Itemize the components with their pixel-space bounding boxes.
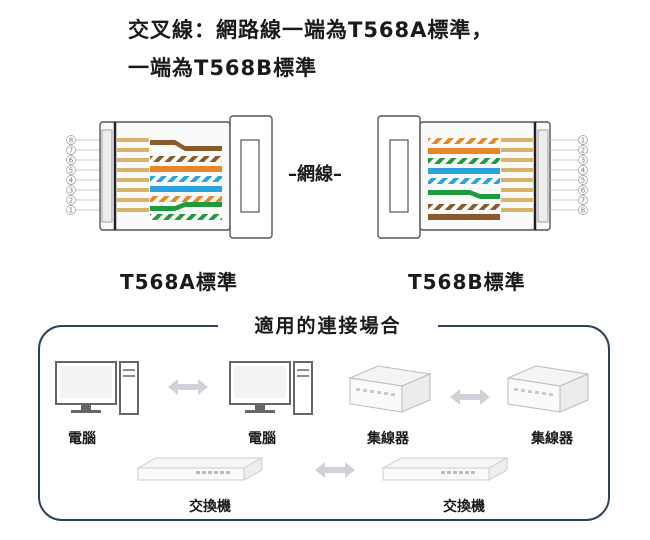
computer-icon xyxy=(229,361,313,415)
pin-number-right: 8 xyxy=(581,207,585,215)
right-connector: 1 2 3 4 5 6 7 8 xyxy=(377,115,588,239)
double-arrow-icon xyxy=(315,462,355,478)
computer-icon xyxy=(55,361,139,415)
double-arrow-icon xyxy=(450,389,490,405)
scenario-title: 適用的連接場合 xyxy=(218,311,438,341)
pin-number-left: 4 xyxy=(69,177,74,185)
pin-number-right: 4 xyxy=(581,167,586,175)
switch-label-left: 交換機 xyxy=(189,499,231,515)
pin-number-left: 6 xyxy=(69,157,74,165)
pin-number-right: 1 xyxy=(581,137,585,145)
pin-number-left: 8 xyxy=(69,137,73,145)
computer-label-right: 電腦 xyxy=(248,431,276,447)
pin-number-left: 3 xyxy=(69,187,73,195)
switch-icon xyxy=(381,457,509,481)
t568b-label: T568B標準 xyxy=(408,270,526,294)
hub-label-left: 集線器 xyxy=(367,431,409,447)
pin-number-left: 5 xyxy=(69,167,73,175)
connector-diagram: 8 7 6 5 4 3 2 1 xyxy=(66,115,588,239)
pin-number-right: 3 xyxy=(581,157,585,165)
left-connector: 8 7 6 5 4 3 2 1 xyxy=(66,115,273,239)
switch-label-right: 交換機 xyxy=(443,499,485,515)
computer-label-left: 電腦 xyxy=(68,431,96,447)
pin-number-left: 1 xyxy=(69,207,73,215)
title-line-2: 一端為T568B標準 xyxy=(128,56,318,80)
switch-icon xyxy=(136,457,264,481)
cable-label: –網線– xyxy=(288,164,342,185)
pin-number-left: 2 xyxy=(69,197,73,205)
pin-number-right: 5 xyxy=(581,177,585,185)
title-line-1: 交叉線：網路線一端為T568A標準， xyxy=(128,18,494,42)
scenario-diagram xyxy=(55,361,590,481)
double-arrow-icon xyxy=(168,379,208,395)
pin-number-right: 6 xyxy=(581,187,586,195)
hub-label-right: 集線器 xyxy=(531,431,573,447)
hub-icon xyxy=(506,365,590,413)
pin-number-right: 2 xyxy=(581,147,585,155)
hub-icon xyxy=(348,365,432,413)
pin-number-left: 7 xyxy=(69,147,73,155)
t568a-label: T568A標準 xyxy=(120,270,238,294)
pin-number-right: 7 xyxy=(581,197,585,205)
